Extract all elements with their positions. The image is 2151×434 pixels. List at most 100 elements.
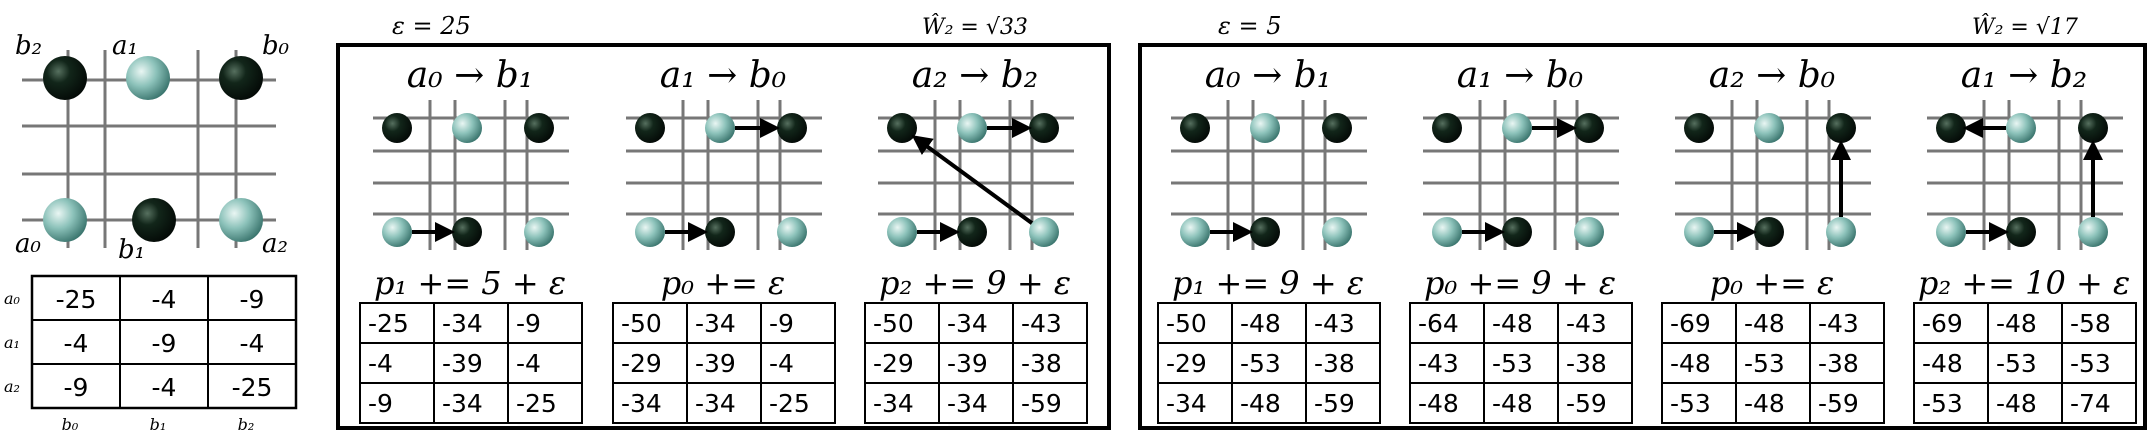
step-5-cell-r1c0: -48 (1670, 349, 1711, 378)
step-5-cell-r2c2: -59 (1818, 389, 1859, 418)
row-label-a2: a₂ (4, 377, 20, 396)
step-0-matrix-frame (359, 302, 583, 424)
step-2-arrow-a2-b2 (911, 135, 1034, 225)
step-1-title: a₁ → b₀ (660, 55, 786, 96)
cost-cell-r2c1: -4 (152, 373, 177, 402)
step-1-cell-r1c1: -39 (695, 349, 736, 378)
step-2-node-a0 (887, 217, 917, 247)
step-2-node-a1 (957, 113, 987, 143)
step-6-update: p₂ += 10 + ε (1918, 264, 2130, 302)
cost-cell-r2c2: -25 (232, 373, 273, 402)
step-5-cell-r1c2: -38 (1818, 349, 1859, 378)
step-5-title: a₂ → b₀ (1709, 55, 1835, 96)
step-4-cell-r0c1: -48 (1492, 309, 1533, 338)
panel-eps5-epsilon: ε = 5 (1218, 12, 1282, 40)
step-3-cell-r0c1: -48 (1240, 309, 1281, 338)
row-label-a1: a₁ (4, 333, 20, 352)
node-b0 (219, 56, 263, 100)
step-2-matrix-frame (864, 302, 1088, 424)
step-1-cell-r0c0: -50 (621, 309, 662, 338)
step-2-node-b1 (957, 217, 987, 247)
step-2-title: a₂ → b₂ (912, 55, 1038, 96)
step-4-update: p₀ += 9 + ε (1424, 264, 1616, 302)
step-6-cell-r0c1: -48 (1996, 309, 2037, 338)
step-1-cell-r1c0: -29 (621, 349, 662, 378)
step-6-title: a₁ → b₂ (1961, 55, 2087, 96)
panel-eps25-w2: Ŵ₂ = √33 (922, 13, 1028, 40)
panel-eps25-epsilon: ε = 25 (392, 12, 471, 40)
step-4-cell-r0c2: -43 (1566, 309, 1607, 338)
step-6-cell-r1c2: -53 (2070, 349, 2111, 378)
step-5-cell-r2c0: -53 (1670, 389, 1711, 418)
step-3-cell-r1c0: -29 (1166, 349, 1207, 378)
step-5-cell-r2c1: -48 (1744, 389, 1785, 418)
step-4-node-a1 (1502, 113, 1532, 143)
step-4-cell-r1c2: -38 (1566, 349, 1607, 378)
step-6-node-a2 (2078, 217, 2108, 247)
step-0-cell-r0c0: -25 (368, 309, 409, 338)
step-1-cell-r1c2: -4 (769, 349, 794, 378)
step-0-node-b0 (524, 113, 554, 143)
step-3-update: p₁ += 9 + ε (1172, 264, 1364, 302)
step-0-cell-r1c2: -4 (516, 349, 541, 378)
step-4-node-b2 (1432, 113, 1462, 143)
step-4-node-b1 (1502, 217, 1532, 247)
step-5-node-a0 (1684, 217, 1714, 247)
step-1-cell-r2c0: -34 (621, 389, 662, 418)
step-3-cell-r1c2: -38 (1314, 349, 1355, 378)
reference-grid: b₂ a₁ b₀ a₀ b₁ a₂ (15, 31, 290, 265)
step-5-cell-r1c1: -53 (1744, 349, 1785, 378)
step-5-update: p₀ += ε (1710, 264, 1834, 302)
cost-matrix: -25-4-9-4-9-4-9-4-25 a₀ a₁ a₂ b₀ b₁ b₂ (4, 274, 298, 434)
step-1-cell-r0c2: -9 (769, 309, 794, 338)
label-b0: b₀ (262, 31, 290, 61)
label-b2: b₂ (15, 31, 42, 61)
cost-cell-r0c0: -25 (56, 285, 97, 314)
step-2-update: p₂ += 9 + ε (879, 264, 1071, 302)
step-1-node-a2 (777, 217, 807, 247)
step-2-cell-r0c2: -43 (1021, 309, 1062, 338)
step-2-cell-r1c1: -39 (947, 349, 988, 378)
step-1-node-a0 (635, 217, 665, 247)
node-a0 (43, 198, 87, 242)
step-6-cell-r1c1: -53 (1996, 349, 2037, 378)
step-3-cell-r2c1: -48 (1240, 389, 1281, 418)
step-3-cell-r0c0: -50 (1166, 309, 1207, 338)
step-2-cell-r2c0: -34 (873, 389, 914, 418)
cost-cell-r1c2: -4 (240, 329, 265, 358)
step-6-cell-r2c0: -53 (1922, 389, 1963, 418)
step-1-cell-r2c1: -34 (695, 389, 736, 418)
step-3-cell-r0c2: -43 (1314, 309, 1355, 338)
step-6-cell-r2c1: -48 (1996, 389, 2037, 418)
step-1-node-a1 (705, 113, 735, 143)
step-4-cell-r2c2: -59 (1566, 389, 1607, 418)
step-5-node-b2 (1684, 113, 1714, 143)
step-3-node-a1 (1250, 113, 1280, 143)
step-0-node-b2 (382, 113, 412, 143)
step-5-node-a1 (1754, 113, 1784, 143)
step-3-node-a0 (1180, 217, 1210, 247)
step-6-node-b1 (2006, 217, 2036, 247)
step-6-node-b0 (2078, 113, 2108, 143)
step-4-node-a0 (1432, 217, 1462, 247)
step-3-node-b2 (1180, 113, 1210, 143)
step-0-cell-r2c0: -9 (368, 389, 393, 418)
step-1-matrix-frame (612, 302, 836, 424)
step-0-cell-r0c1: -34 (442, 309, 483, 338)
col-label-b1: b₁ (150, 415, 167, 434)
step-2-cell-r2c1: -34 (947, 389, 988, 418)
step-3-title: a₀ → b₁ (1205, 55, 1331, 96)
panel-eps25-frame (336, 43, 1111, 430)
step-1-update: p₀ += ε (661, 264, 785, 302)
step-6-matrix-frame (1913, 302, 2137, 424)
step-1-cell-r2c2: -25 (769, 389, 810, 418)
step-4-cell-r1c1: -53 (1492, 349, 1533, 378)
step-5-node-a2 (1826, 217, 1856, 247)
